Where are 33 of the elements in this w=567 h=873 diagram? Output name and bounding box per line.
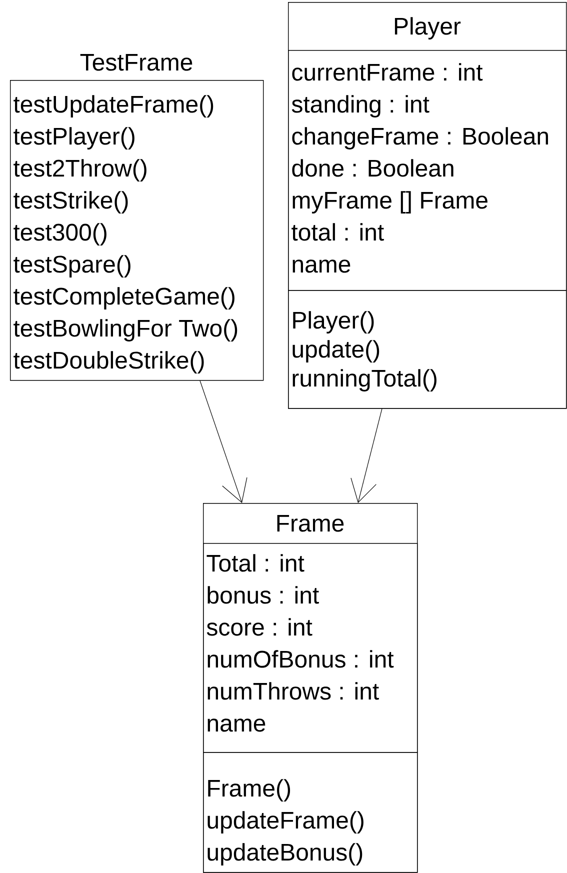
arrow — [200, 380, 248, 503]
method-text: Player() — [293, 311, 374, 334]
attribute-text: total : int — [292, 223, 384, 241]
arrow — [350, 408, 382, 503]
class-name: Frame — [277, 515, 344, 532]
attribute-text: name — [208, 718, 266, 732]
method-text: testCompleteGame() — [14, 287, 234, 310]
method-text: updateFrame() — [208, 811, 364, 834]
attribute-text: changeFrame : Boolean — [292, 127, 548, 150]
method-text: runningTotal() — [292, 369, 436, 392]
attribute-text: name — [292, 260, 350, 273]
attribute-text: myFrame [] Frame — [292, 191, 488, 214]
class-name: TestFrame — [80, 54, 192, 71]
method-text: testPlayer() — [14, 127, 134, 150]
attribute-text: standing : int — [292, 95, 430, 118]
method-text: test300() — [14, 223, 106, 246]
method-text: updateBonus() — [208, 843, 362, 866]
method-text: testUpdateFrame() — [14, 95, 214, 118]
method-text: update() — [292, 340, 380, 362]
method-text: testBowlingFor Two() — [14, 319, 238, 342]
attribute-text: currentFrame : int — [292, 63, 483, 81]
attribute-text: bonus : int — [208, 586, 319, 604]
method-text: testSpare() — [14, 255, 130, 278]
attribute-text: done : Boolean — [292, 159, 454, 177]
method-text: test2Throw() — [14, 159, 146, 182]
attribute-text: numOfBonus : int — [208, 650, 394, 668]
method-text: Frame() — [208, 779, 290, 802]
attribute-text: numThrows : int — [208, 682, 379, 700]
class-name: Player — [394, 17, 461, 40]
method-text: testDoubleStrike() — [14, 351, 204, 374]
attribute-text: score : int — [206, 618, 312, 636]
attribute-text: Total : int — [206, 554, 304, 572]
method-text: testStrike() — [14, 191, 128, 214]
